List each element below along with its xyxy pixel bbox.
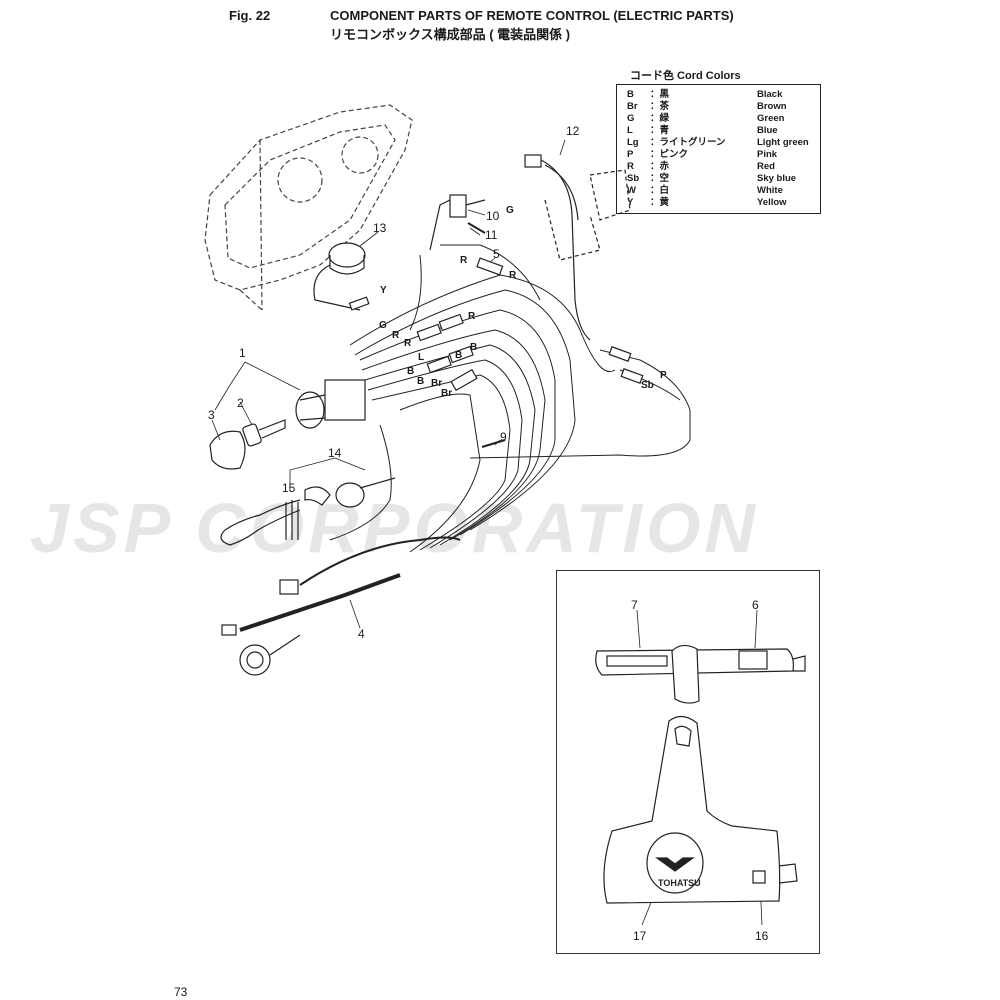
leader-lines xyxy=(211,139,763,926)
callout-7: 7 xyxy=(631,598,638,612)
legend-ja: ：黒 xyxy=(650,89,670,100)
callout-4: 4 xyxy=(358,627,365,641)
callout-14: 14 xyxy=(328,446,342,460)
wire-harness-lines xyxy=(329,244,691,553)
wire-label: Y xyxy=(380,285,387,296)
wire-label: R xyxy=(392,330,400,341)
callout-15: 15 xyxy=(282,481,296,495)
wire-label: B xyxy=(407,366,415,377)
legend-code: Y xyxy=(627,197,634,208)
legend-row: Y ：黄 Yellow xyxy=(617,197,822,209)
remote-housing-outline xyxy=(204,104,413,311)
ignition-switch-part-1 xyxy=(295,379,366,429)
callout-5: 5 xyxy=(493,247,500,261)
legend-ja: ：青 xyxy=(650,125,670,136)
remote-control-drawing: TOHATSU xyxy=(595,644,806,904)
legend-en: Blue xyxy=(757,125,778,136)
legend-row: P ：ピンク Pink xyxy=(617,149,822,161)
legend-ja: ：茶 xyxy=(650,101,670,112)
legend-row: L ：青 Blue xyxy=(617,125,822,137)
wire-label: Sb xyxy=(641,380,654,391)
main-harness-part-4 xyxy=(221,536,461,676)
wire-label: Br xyxy=(431,378,443,389)
brand-logo-text: TOHATSU xyxy=(658,878,701,888)
buzzer-part-13 xyxy=(313,242,366,311)
stop-switch-part-14 xyxy=(304,477,396,508)
legend-code: Br xyxy=(627,101,638,112)
legend-en: Yellow xyxy=(757,197,787,208)
pin-part-9 xyxy=(481,439,506,448)
callout-2: 2 xyxy=(237,396,244,410)
callout-17: 17 xyxy=(633,929,647,943)
legend-en: White xyxy=(757,185,783,196)
wire-label: B xyxy=(470,342,478,353)
legend-ja: ：白 xyxy=(650,185,670,196)
legend-en: Pink xyxy=(757,149,778,160)
legend-en: Brown xyxy=(757,101,787,112)
legend-en: Sky blue xyxy=(757,173,797,184)
switch-cable-part-12 xyxy=(524,154,631,341)
legend-en: Red xyxy=(757,161,775,172)
callout-3: 3 xyxy=(208,408,215,422)
callout-16: 16 xyxy=(755,929,769,943)
wire-label: B xyxy=(455,350,463,361)
legend-code: Sb xyxy=(627,173,640,184)
legend-row: R ：赤 Red xyxy=(617,161,822,173)
legend-row: W ：白 White xyxy=(617,185,822,197)
legend-code: P xyxy=(627,149,634,160)
legend-ja: ：赤 xyxy=(650,161,670,172)
legend-row: G ：緑 Green xyxy=(617,113,822,125)
page-title: COMPONENT PARTS OF REMOTE CONTROL (ELECT… xyxy=(330,8,734,23)
callout-12: 12 xyxy=(566,124,580,138)
wire-label: Br xyxy=(441,388,453,399)
legend-row: Lg ：ライトグリーン Light green xyxy=(617,137,822,149)
relay-part-10 xyxy=(429,194,486,251)
legend-title: コード色 Cord Colors xyxy=(630,70,741,82)
wire-label: L xyxy=(418,352,425,363)
legend-ja: ：空 xyxy=(650,173,670,184)
legend-ja: ：緑 xyxy=(650,113,670,124)
legend-code: W xyxy=(627,185,636,196)
callout-10: 10 xyxy=(486,209,500,223)
wire-connectors xyxy=(348,257,644,392)
callout-1: 1 xyxy=(239,346,246,360)
legend-en: Green xyxy=(757,113,785,124)
key-part-2 xyxy=(242,419,286,447)
callout-6: 6 xyxy=(752,598,759,612)
wire-label: R xyxy=(468,311,476,322)
wire-label: R xyxy=(404,338,412,349)
legend-code: G xyxy=(627,113,635,124)
legend-row: Sb ：空 Sky blue xyxy=(617,173,822,185)
wire-label: P xyxy=(660,370,667,381)
legend-code: Lg xyxy=(627,137,639,148)
wire-label: B xyxy=(417,376,425,387)
legend-ja: ：ピンク xyxy=(650,149,689,160)
callout-11: 11 xyxy=(485,228,498,242)
remote-control-inset: TOHATSU xyxy=(556,570,820,954)
legend-code: L xyxy=(627,125,633,136)
wire-label: G xyxy=(506,205,514,216)
page-number: 73 xyxy=(174,985,188,999)
page-title-japanese: リモコンボックス構成部品 ( 電装品関係 ) xyxy=(330,27,571,42)
lanyard-part-15 xyxy=(220,499,301,546)
figure-label: Fig. 22 xyxy=(229,8,271,23)
legend-row: B ：黒 Black xyxy=(617,89,822,101)
legend-code: R xyxy=(627,161,634,172)
cord-color-legend: B ：黒 Black Br ：茶 Brown G ：緑 Green L ：青 Blue Lg ：ラ… xyxy=(616,84,821,214)
legend-en: Black xyxy=(757,89,783,100)
callout-9: 9 xyxy=(500,430,507,444)
cap-part-3 xyxy=(209,430,246,470)
wire-label: G xyxy=(379,320,387,331)
legend-ja: ：黄 xyxy=(650,197,670,208)
legend-ja: ：ライトグリーン xyxy=(650,137,726,148)
wire-label: R xyxy=(509,270,517,281)
callout-13: 13 xyxy=(373,221,387,235)
watermark: JSP CORPORATION xyxy=(30,489,759,567)
wire-label: R xyxy=(460,255,468,266)
legend-code: B xyxy=(627,89,634,100)
legend-en: Light green xyxy=(757,137,809,148)
legend-row: Br ：茶 Brown xyxy=(617,101,822,113)
